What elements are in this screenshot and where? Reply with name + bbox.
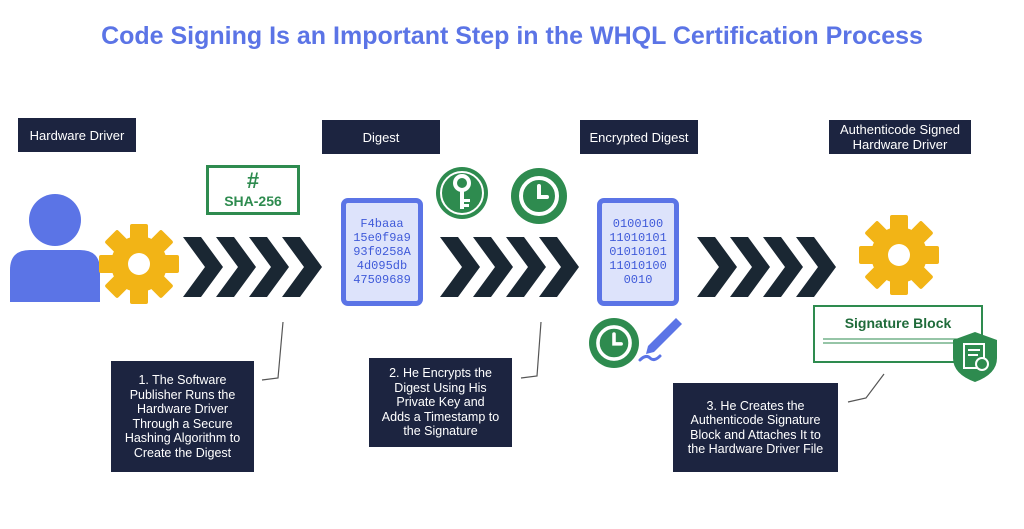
- step-2-line: the Signature: [403, 424, 478, 439]
- page-title: Code Signing Is an Important Step in the…: [101, 22, 923, 50]
- step-2-box: 2. He Encrypts the Digest Using His Priv…: [369, 358, 512, 447]
- hash-algorithm: SHA-256: [224, 193, 282, 209]
- chevron-arrows-icon: [697, 237, 836, 297]
- encrypted-line: 0100100: [612, 217, 664, 231]
- certificate-shield-icon: [953, 332, 997, 382]
- key-icon: [436, 167, 488, 219]
- step-2-line: Adds a Timestamp to: [381, 409, 500, 424]
- step-3-box: 3. He Creates the Authenticode Signature…: [673, 383, 838, 472]
- encrypted-line: 11010100: [609, 259, 667, 273]
- digest-label: Digest: [322, 120, 440, 154]
- signed-driver-label-line2: Hardware Driver: [852, 137, 948, 152]
- step-1-line: 1. The Software: [138, 373, 227, 387]
- step-1-line: Through a Secure: [132, 416, 233, 431]
- encrypted-line: 11010101: [609, 231, 667, 245]
- step-1-box: 1. The Software Publisher Runs the Hardw…: [111, 361, 254, 472]
- step-1-line: Create the Digest: [133, 445, 232, 460]
- gear-icon: [859, 215, 939, 295]
- digest-line: 93f0258A: [353, 245, 411, 259]
- clock-icon: [589, 318, 639, 368]
- chevron-arrows-icon: [440, 237, 579, 297]
- digest-line: 15e0f9a9: [353, 231, 411, 245]
- encrypted-line: 01010101: [609, 245, 667, 259]
- step-2-line: 2. He Encrypts the: [389, 366, 492, 381]
- hardware-driver-label: Hardware Driver: [18, 118, 136, 152]
- encrypted-digest-document: 0100100 11010101 01010101 11010100 0010: [597, 198, 679, 306]
- user-icon: [10, 194, 100, 302]
- digest-line: F4baaa: [360, 217, 404, 231]
- pen-icon: [638, 318, 682, 362]
- gear-icon: [99, 224, 179, 304]
- step-1-line: Publisher Runs the: [129, 387, 236, 402]
- clock-icon: [511, 168, 567, 224]
- signature-block-lines: [823, 338, 977, 344]
- step-1-line: Hardware Driver: [137, 402, 228, 416]
- signed-driver-label: Authenticode Signed Hardware Driver: [829, 120, 971, 154]
- hash-symbol: #: [246, 168, 260, 193]
- step-2-line: Private Key and: [396, 395, 485, 410]
- encrypted-digest-label: Encrypted Digest: [580, 120, 698, 154]
- chevron-arrows-icon: [183, 237, 322, 297]
- step-3-line: 3. He Creates the: [706, 398, 805, 413]
- hardware-driver-label-text: Hardware Driver: [29, 127, 125, 143]
- digest-line: 47509689: [353, 273, 411, 287]
- signature-block-label: Signature Block: [844, 315, 952, 331]
- sha256-badge: # SHA-256: [206, 165, 300, 215]
- step-1-line: Hashing Algorithm to: [124, 431, 241, 445]
- encrypted-digest-label-text: Encrypted Digest: [589, 129, 689, 145]
- digest-document: F4baaa 15e0f9a9 93f0258A 4d095db 4750968…: [341, 198, 423, 306]
- digest-line: 4d095db: [356, 259, 408, 273]
- step-2-line: Digest Using His: [394, 380, 487, 395]
- step-3-line: Block and Attaches It to: [690, 427, 821, 442]
- digest-label-text: Digest: [362, 129, 400, 145]
- encrypted-line: 0010: [623, 273, 653, 287]
- step-3-line: Authenticode Signature: [690, 413, 821, 427]
- signed-driver-label-line1: Authenticode Signed: [840, 122, 960, 137]
- step-3-line: the Hardware Driver File: [687, 442, 824, 456]
